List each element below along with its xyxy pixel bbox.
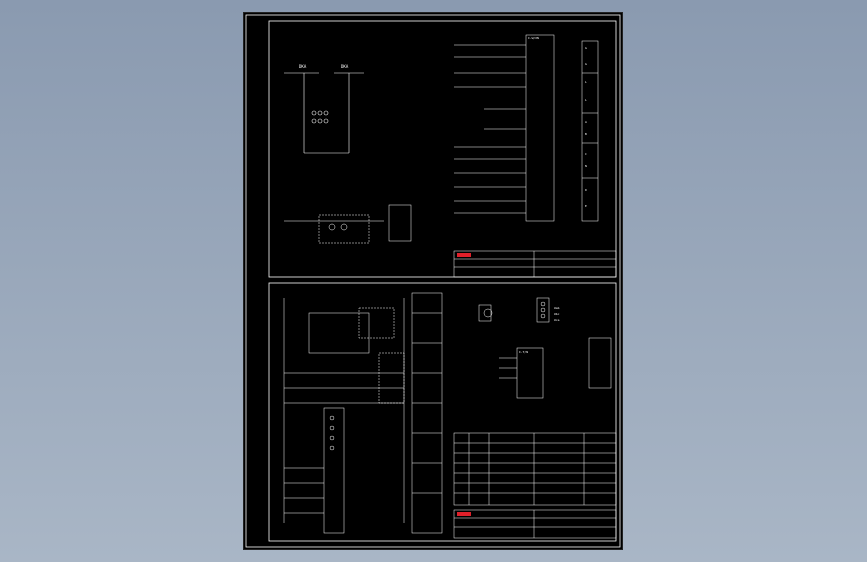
bottom-control-circuit bbox=[283, 298, 405, 534]
note-1: Ubc bbox=[554, 312, 560, 316]
bottom-equipment-table bbox=[453, 432, 617, 506]
legend-item-4: A bbox=[585, 120, 587, 124]
bottom-component-list bbox=[411, 292, 443, 534]
top-terminal-header: I-W/XN bbox=[528, 36, 539, 40]
bottom-panel-border bbox=[268, 282, 617, 542]
top-small-circuit bbox=[284, 204, 412, 244]
drawing-sheet: DKA DKA I-W/XN G G L bbox=[244, 13, 622, 549]
bottom-devices bbox=[478, 297, 550, 323]
top-panel-border bbox=[268, 20, 617, 278]
note-2: Uca bbox=[554, 318, 560, 322]
legend-item-5: B bbox=[585, 132, 587, 136]
bottom-terminal-block bbox=[499, 337, 612, 399]
note-0: Uab bbox=[554, 306, 560, 310]
legend-item-1: G bbox=[585, 62, 587, 66]
legend-item-2: L bbox=[585, 80, 587, 84]
sheet-frame bbox=[245, 14, 621, 548]
top-bus-diagram bbox=[284, 72, 364, 154]
top-legend bbox=[581, 40, 599, 222]
legend-item-0: G bbox=[585, 46, 587, 50]
top-terminal-strip bbox=[454, 34, 555, 222]
bottom-terminal-header: I-T/N bbox=[519, 350, 528, 354]
top-title-block bbox=[453, 250, 617, 278]
legend-item-9: E bbox=[585, 204, 587, 208]
legend-item-8: D bbox=[585, 188, 587, 192]
legend-item-7: N bbox=[585, 164, 587, 168]
bus-label-1: DKA bbox=[299, 64, 307, 69]
schematic-canvas: DKA DKA I-W/XN G G L bbox=[245, 14, 621, 548]
bottom-title-block bbox=[453, 509, 617, 539]
bus-label-2: DKA bbox=[341, 64, 349, 69]
legend-item-6: C bbox=[585, 152, 587, 156]
outer-border bbox=[245, 14, 621, 548]
legend-item-3: L bbox=[585, 98, 587, 102]
